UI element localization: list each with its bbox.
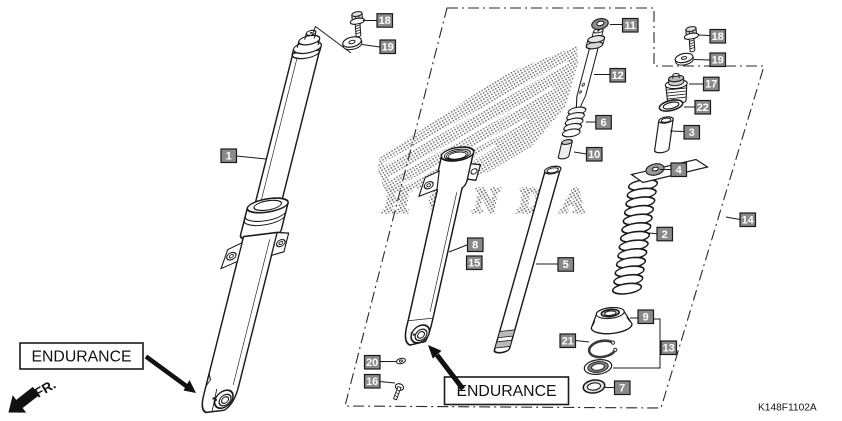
svg-text:3: 3 <box>689 127 695 139</box>
svg-text:4: 4 <box>676 165 683 177</box>
svg-text:18: 18 <box>379 15 391 27</box>
svg-text:19: 19 <box>712 55 724 67</box>
svg-text:2: 2 <box>662 229 668 241</box>
svg-text:18: 18 <box>712 31 724 43</box>
svg-text:16: 16 <box>366 376 378 388</box>
svg-text:19: 19 <box>382 42 394 54</box>
svg-text:15: 15 <box>468 258 480 270</box>
svg-text:17: 17 <box>705 79 717 91</box>
svg-text:K148F1102A: K148F1102A <box>758 403 817 414</box>
svg-text:7: 7 <box>619 383 625 395</box>
svg-text:6: 6 <box>600 117 606 129</box>
svg-text:5: 5 <box>563 259 569 271</box>
svg-text:21: 21 <box>562 336 574 348</box>
svg-text:HONDA: HONDA <box>382 181 604 220</box>
svg-text:ENDURANCE: ENDURANCE <box>456 383 556 400</box>
svg-text:ENDURANCE: ENDURANCE <box>31 349 131 366</box>
svg-text:22: 22 <box>697 102 709 114</box>
svg-text:10: 10 <box>588 149 600 161</box>
svg-text:8: 8 <box>472 240 478 252</box>
svg-text:20: 20 <box>366 357 378 369</box>
svg-text:14: 14 <box>742 215 755 227</box>
svg-text:13: 13 <box>663 343 675 355</box>
svg-text:12: 12 <box>612 70 624 82</box>
svg-text:1: 1 <box>226 151 232 163</box>
svg-text:9: 9 <box>643 312 649 324</box>
svg-text:11: 11 <box>624 20 636 32</box>
